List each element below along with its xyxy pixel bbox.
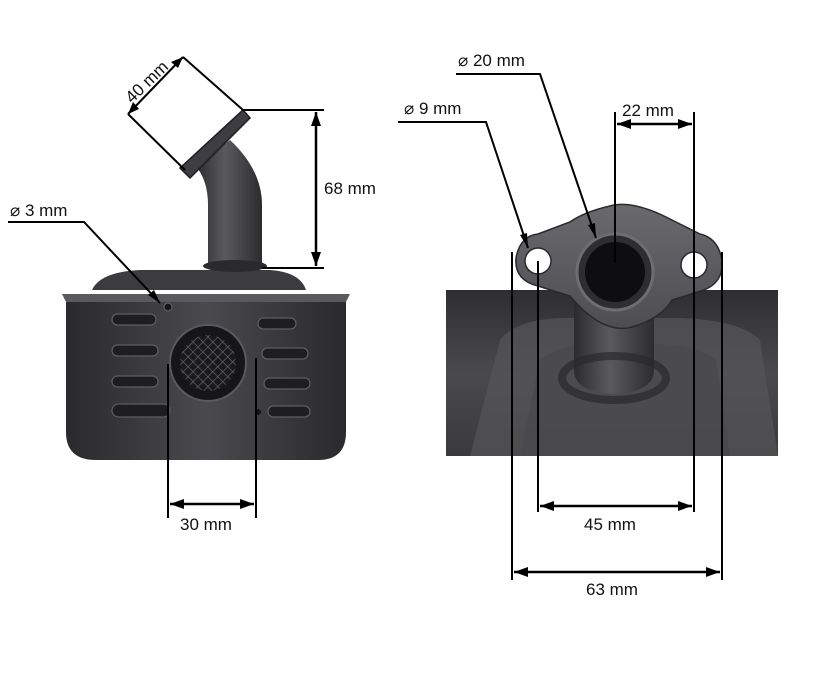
label-45mm: 45 mm <box>584 515 636 534</box>
outlet-flange <box>178 108 252 180</box>
flange-view: ⌀ 20 mm ⌀ 9 mm 22 mm 45 mm <box>398 51 778 599</box>
label-3mm: ⌀ 3 mm <box>10 201 67 220</box>
label-40mm: 40 mm <box>122 57 173 107</box>
label-30mm: 30 mm <box>180 515 232 534</box>
label-20mm: ⌀ 20 mm <box>458 51 525 70</box>
grille-mesh <box>180 335 236 391</box>
muffler-side-view: 40 mm 68 mm ⌀ 3 mm 30 mm <box>8 56 376 534</box>
label-63mm: 63 mm <box>586 580 638 599</box>
leader-9mm: ⌀ 9 mm <box>398 99 529 249</box>
dim-63mm: 63 mm <box>511 252 723 599</box>
left-vent-slots <box>111 313 171 418</box>
right-vent-slots <box>257 317 311 418</box>
leader-20mm: ⌀ 20 mm <box>456 51 597 239</box>
outlet-pipe <box>195 140 262 268</box>
label-9mm: ⌀ 9 mm <box>404 99 461 118</box>
dim-22mm: 22 mm <box>614 101 695 512</box>
label-68mm: 68 mm <box>324 179 376 198</box>
leader-3mm: ⌀ 3 mm <box>8 201 161 304</box>
muffler-top-cap <box>92 270 306 290</box>
dim-30mm: 30 mm <box>167 358 257 534</box>
pipe-base-collar <box>203 260 267 272</box>
dim-45mm: 45 mm <box>537 261 692 534</box>
pipe-opening-inner <box>585 242 645 302</box>
label-22mm: 22 mm <box>622 101 674 120</box>
dim-68mm: 68 mm <box>243 109 376 269</box>
flange-pipe-weld <box>558 352 670 404</box>
small-hole <box>163 302 173 312</box>
muffler-rim <box>62 294 350 302</box>
